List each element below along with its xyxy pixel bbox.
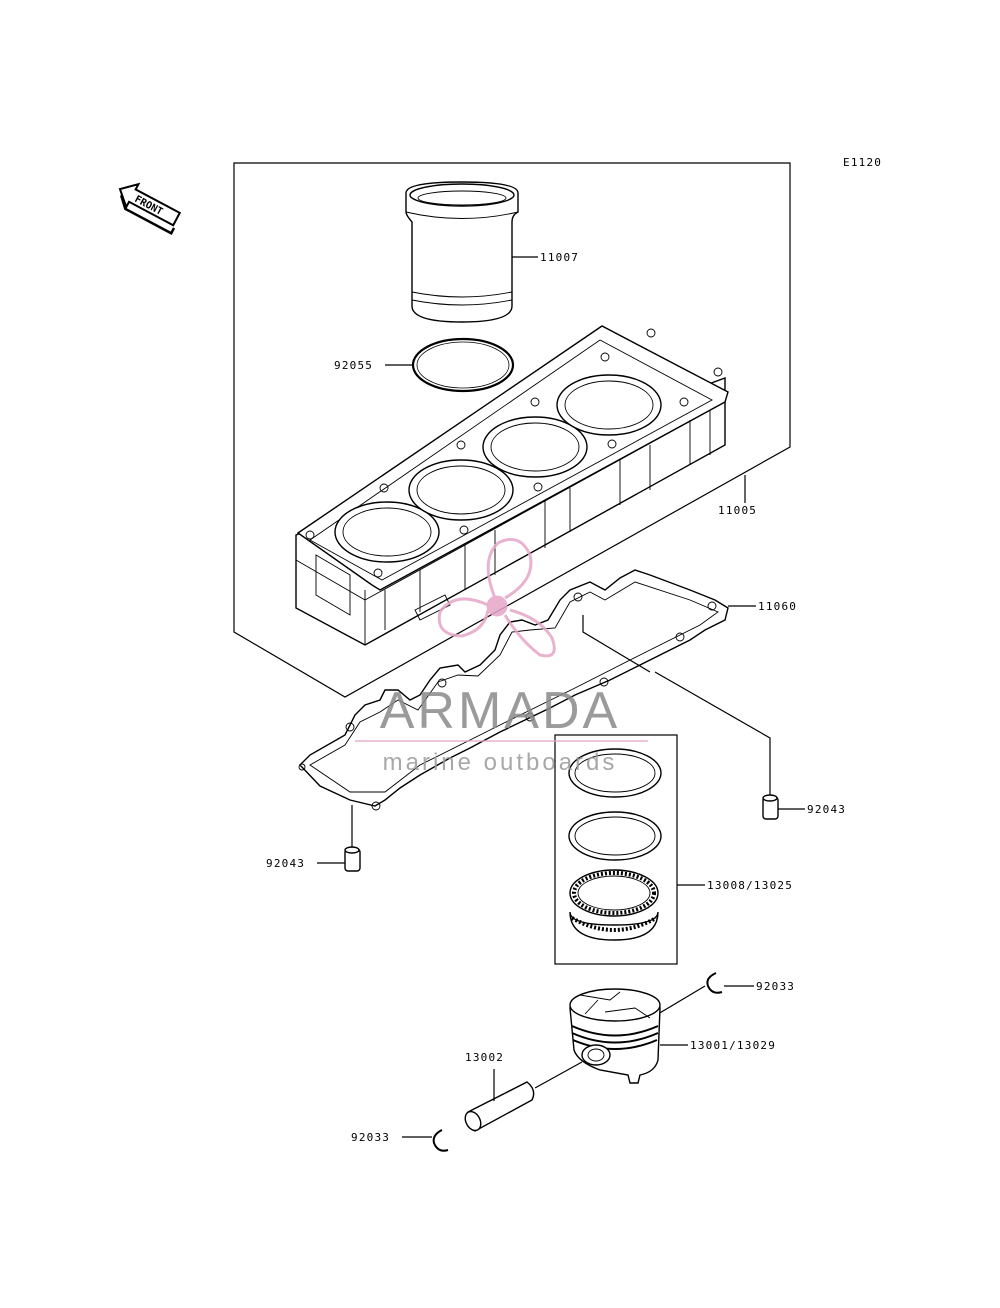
piston-rings-box bbox=[554, 734, 678, 965]
assembly-outline bbox=[233, 162, 791, 698]
piston-ring-set bbox=[568, 748, 662, 941]
part-label-11060: 11060 bbox=[758, 600, 797, 613]
dowel-pin-right bbox=[762, 794, 779, 820]
part-label-92033-left: 92033 bbox=[351, 1131, 390, 1144]
part-label-92033-right: 92033 bbox=[756, 980, 795, 993]
propeller-icon bbox=[437, 538, 556, 658]
circlip-right bbox=[706, 972, 723, 994]
diagram-code: E1120 bbox=[843, 156, 882, 169]
circlip-left bbox=[432, 1129, 449, 1152]
part-label-11005: 11005 bbox=[718, 504, 757, 517]
dowel-pin-left bbox=[344, 846, 361, 872]
cylinder-block bbox=[295, 325, 729, 646]
cylinder-base-gasket bbox=[298, 569, 729, 811]
part-label-92043-right: 92043 bbox=[807, 803, 846, 816]
part-label-13002: 13002 bbox=[465, 1051, 504, 1064]
o-ring bbox=[411, 337, 515, 393]
part-label-11007: 11007 bbox=[540, 251, 579, 264]
part-label-13001-13029: 13001/13029 bbox=[690, 1039, 776, 1052]
piston bbox=[569, 988, 661, 1084]
watermark-brand: ARMADA bbox=[380, 682, 620, 740]
watermark-tagline: marine outboards bbox=[383, 749, 618, 776]
part-label-92043-left: 92043 bbox=[266, 857, 305, 870]
part-label-92055: 92055 bbox=[334, 359, 373, 372]
front-arrow-icon: FRONT bbox=[118, 182, 182, 235]
watermark-logo: ARMADA marine outboards bbox=[355, 538, 648, 776]
piston-pin bbox=[464, 1081, 535, 1132]
cylinder-liner bbox=[405, 181, 519, 323]
part-label-13008-13025: 13008/13025 bbox=[707, 879, 793, 892]
